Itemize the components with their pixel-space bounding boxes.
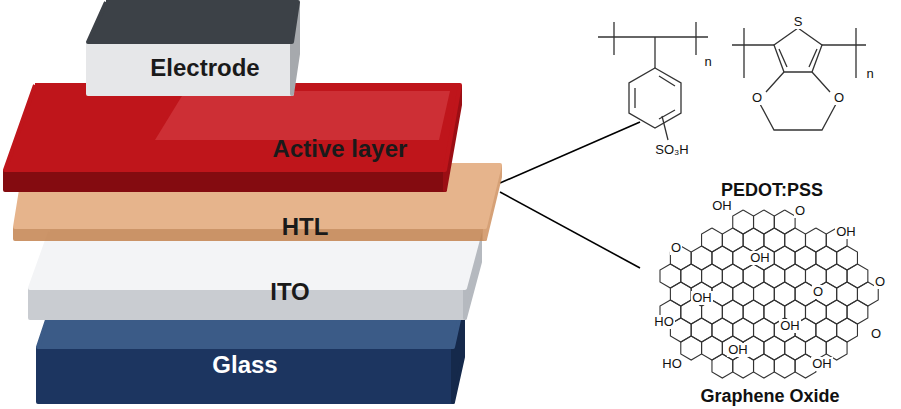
slab-face xyxy=(30,232,480,288)
atom-label: n xyxy=(865,67,874,81)
double-bond xyxy=(779,49,817,67)
atom-label: OH xyxy=(749,251,771,265)
structure-name: Graphene Oxide xyxy=(699,387,840,406)
slab-highlight xyxy=(155,91,450,140)
atom-label: HO xyxy=(661,357,683,371)
hexagon xyxy=(681,336,702,360)
layer-slab: ITO xyxy=(30,232,480,318)
atom-label: SO₃H xyxy=(654,143,689,157)
pss-structure xyxy=(598,22,708,140)
atom-label: n xyxy=(703,55,712,69)
layer-slab: Electrode xyxy=(88,2,298,94)
ethylene-ring xyxy=(760,104,836,130)
hexagon xyxy=(712,354,733,378)
repeat-bracket xyxy=(744,28,856,78)
leader-line xyxy=(500,192,640,268)
benzene-ring xyxy=(629,68,681,128)
thiophene-ring xyxy=(774,28,822,72)
slab-face xyxy=(38,302,463,347)
bond xyxy=(766,72,830,92)
leader-line xyxy=(500,122,640,183)
slab-face xyxy=(88,2,298,42)
slab-face xyxy=(88,42,292,94)
atom-label: O xyxy=(833,91,845,105)
bond xyxy=(662,116,668,140)
layer-label: Glass xyxy=(212,352,277,378)
layer-slab: Active layer xyxy=(5,85,460,190)
backbone xyxy=(732,44,866,45)
atom-label: O xyxy=(874,275,886,289)
slab-face xyxy=(5,170,445,190)
atom-label: O xyxy=(794,204,806,218)
graphene-lattice xyxy=(660,210,878,378)
slab-face xyxy=(453,302,463,402)
atom-label: O xyxy=(670,241,682,255)
bond xyxy=(654,37,655,68)
atom-label: O xyxy=(812,285,824,299)
slab-face xyxy=(5,85,460,170)
hexagon xyxy=(733,354,754,378)
structure-name: PEDOT:PSS xyxy=(720,181,824,200)
atom-label: OH xyxy=(691,291,713,305)
layer-label: HTL xyxy=(282,214,329,240)
hexagon xyxy=(691,282,712,306)
hexagon xyxy=(774,354,795,378)
layer-label: Active layer xyxy=(273,136,408,162)
slab-shape xyxy=(30,232,480,318)
atom-label: OH xyxy=(711,199,733,213)
atom-label: OH xyxy=(727,343,749,357)
slab-face xyxy=(15,165,500,227)
atom-label: OH xyxy=(835,225,857,239)
atom-label: OH xyxy=(811,357,833,371)
leader-lines xyxy=(500,122,640,268)
hexagon xyxy=(754,354,775,378)
pedot-structure xyxy=(732,28,866,130)
atom-label: O xyxy=(751,91,763,105)
atom-label: OH xyxy=(779,319,801,333)
layer-label: Electrode xyxy=(150,55,259,81)
atom-label: O xyxy=(870,327,882,341)
double-bond xyxy=(635,76,675,119)
slab-face xyxy=(38,347,453,402)
atom-label: S xyxy=(793,15,804,29)
layer-label: ITO xyxy=(270,279,310,305)
atom-label: HO xyxy=(653,315,675,329)
slab-face xyxy=(30,288,465,318)
